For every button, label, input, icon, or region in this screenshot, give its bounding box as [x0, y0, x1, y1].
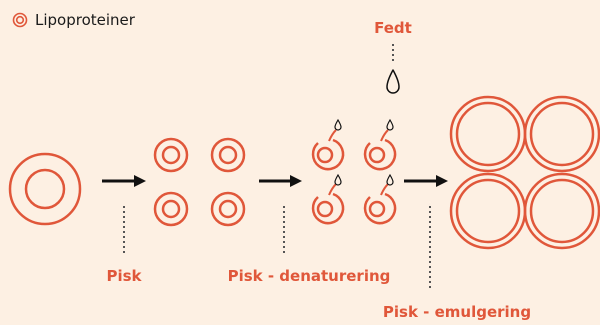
lipoprotein-single — [8, 152, 82, 226]
fat-droplet-icon — [334, 118, 342, 131]
lipoprotein-small — [210, 137, 246, 173]
lipoprotein-denatured — [363, 173, 397, 225]
fat-droplet-icon — [386, 69, 400, 94]
lipoprotein-emulsified — [523, 172, 600, 250]
fat-droplet-icon — [386, 118, 394, 131]
lipoprotein-denatured — [311, 118, 345, 171]
label-pisk-emulgering: Pisk - emulgering — [383, 303, 531, 321]
legend: Lipoproteiner — [12, 11, 136, 29]
label-pisk-denaturering: Pisk - denaturering — [228, 267, 391, 285]
arrow-1 — [102, 175, 146, 187]
lipoprotein-small — [153, 191, 189, 227]
arrow-3 — [404, 175, 448, 187]
label-pisk: Pisk — [106, 267, 142, 285]
lipoprotein-denatured — [311, 173, 345, 225]
fat-droplet-icon — [334, 173, 342, 186]
double-ring-icon — [12, 12, 28, 28]
lipoprotein-emulsified — [523, 95, 600, 173]
lipoprotein-denatured — [363, 118, 397, 171]
arrow-2 — [259, 175, 302, 187]
fat-indicator: Fedt — [374, 19, 412, 94]
lipoprotein-group-small — [153, 137, 246, 227]
label-fedt: Fedt — [374, 19, 412, 37]
lipoprotein-small — [153, 137, 189, 173]
lipoprotein-group-emulsified — [449, 95, 600, 250]
legend-label: Lipoproteiner — [35, 11, 136, 29]
lipoprotein-small — [210, 191, 246, 227]
lipoprotein-emulsified — [449, 172, 527, 250]
lipoprotein-group-denatured — [311, 118, 397, 225]
lipoprotein-emulsified — [449, 95, 527, 173]
fat-droplet-icon — [386, 173, 394, 186]
